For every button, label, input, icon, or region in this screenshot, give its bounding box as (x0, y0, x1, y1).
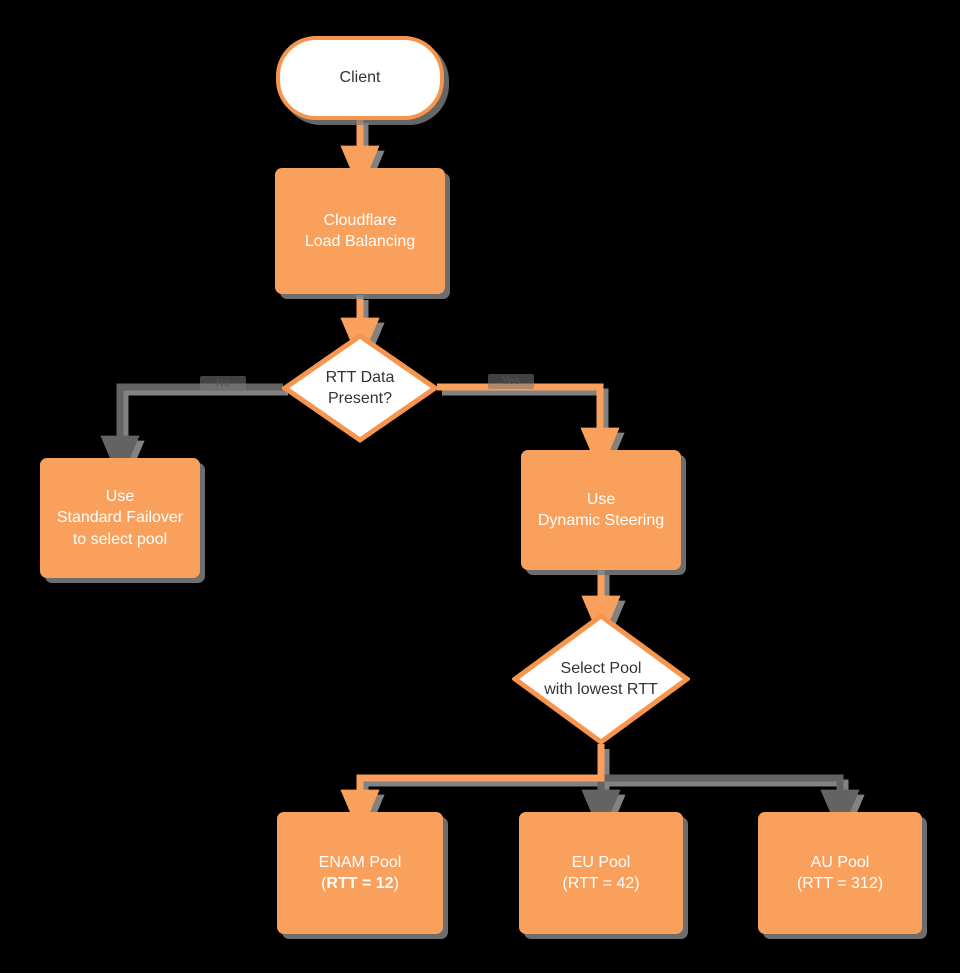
edge-select-enam (340, 744, 605, 836)
rtt-value: RTT = 42 (567, 875, 635, 892)
rtt-value: RTT = 312 (802, 875, 878, 892)
edge-select-au (601, 774, 860, 836)
paren-close: ) (393, 875, 399, 892)
node-dynamic-steering[interactable]: Use Dynamic Steering (521, 450, 681, 570)
paren-open: ( (321, 875, 327, 892)
rtt-value: RTT = 12 (326, 875, 394, 892)
diamond-shape (282, 333, 438, 443)
node-eu-pool-label: EU Pool (571, 853, 631, 871)
diamond-shape (512, 613, 690, 745)
paren-open: ( (796, 875, 803, 892)
node-standard-failover-label: Use Standard Failover to select pool (56, 488, 184, 548)
paren-close: ) (634, 875, 640, 892)
node-rtt-data-present-label: RTT Data Present? (325, 368, 395, 407)
edge-rtt-yes (437, 383, 620, 474)
node-enam-pool[interactable]: ENAM Pool (RTT = 12) (277, 812, 443, 934)
paren-open: ( (562, 875, 568, 892)
node-dynamic-steering-label: Use Dynamic Steering (537, 490, 665, 529)
node-standard-failover[interactable]: Use Standard Failover to select pool (40, 458, 200, 578)
edge-label-yes: Yes (488, 374, 534, 389)
node-select-pool-lowest-rtt-label: Select Pool with lowest RTT (544, 659, 658, 698)
node-client-label: Client (339, 69, 381, 87)
node-cloudflare-load-balancing[interactable]: Cloudflare Load Balancing (275, 168, 445, 294)
node-eu-pool[interactable]: EU Pool (RTT = 42) (519, 812, 683, 934)
node-au-pool-rtt: (RTT = 312) (797, 873, 883, 894)
node-select-pool-lowest-rtt[interactable]: Select Pool with lowest RTT (512, 613, 690, 745)
node-au-pool-label: AU Pool (810, 853, 870, 871)
node-enam-pool-rtt: (RTT = 12) (321, 873, 399, 894)
node-enam-pool-label: ENAM Pool (318, 853, 402, 871)
node-eu-pool-rtt: (RTT = 42) (562, 873, 639, 894)
paren-close: ) (877, 875, 884, 892)
edge-rtt-no (100, 383, 283, 482)
node-cloudflare-load-balancing-label: Cloudflare Load Balancing (304, 211, 416, 250)
node-client[interactable]: Client (276, 36, 444, 120)
edge-label-no: No (200, 376, 246, 391)
node-rtt-data-present[interactable]: RTT Data Present? (282, 333, 438, 443)
node-au-pool[interactable]: AU Pool (RTT = 312) (758, 812, 922, 934)
